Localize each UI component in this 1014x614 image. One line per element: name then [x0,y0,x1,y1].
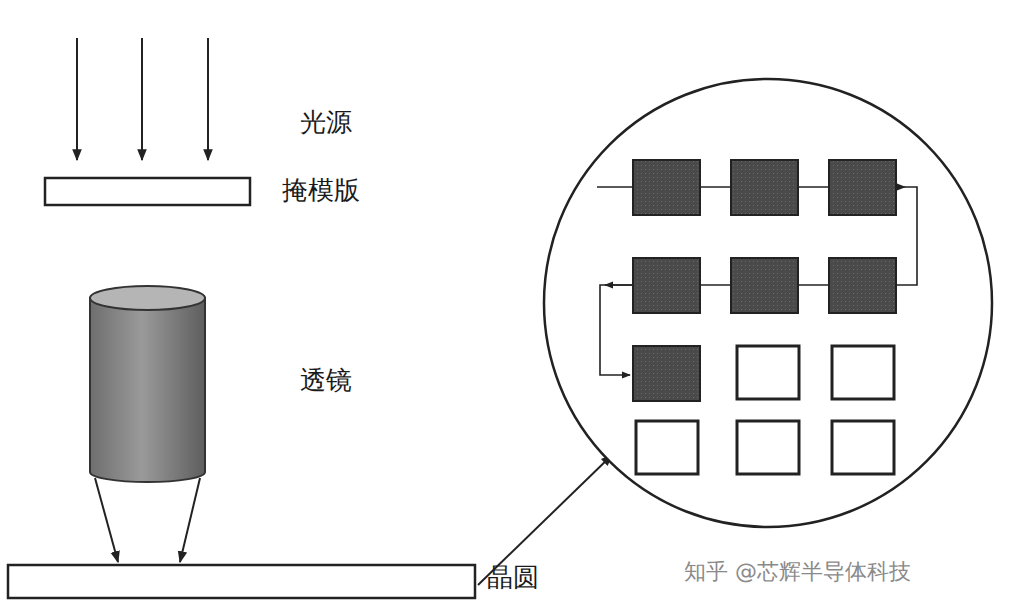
light-rays [77,38,208,160]
projection-lines [95,478,200,562]
mask-plate [45,178,250,205]
watermark: 知乎 @芯辉半导体科技 [684,560,911,584]
wafer [8,565,475,598]
light-source-label: 光源 [300,108,352,137]
mask-label: 掩模版 [282,176,360,205]
die-grid [633,160,896,474]
zoom-circle [544,79,992,527]
lens-label: 透镜 [300,366,352,395]
lens-cylinder [90,286,205,482]
wafer-label: 晶圆 [487,563,539,592]
